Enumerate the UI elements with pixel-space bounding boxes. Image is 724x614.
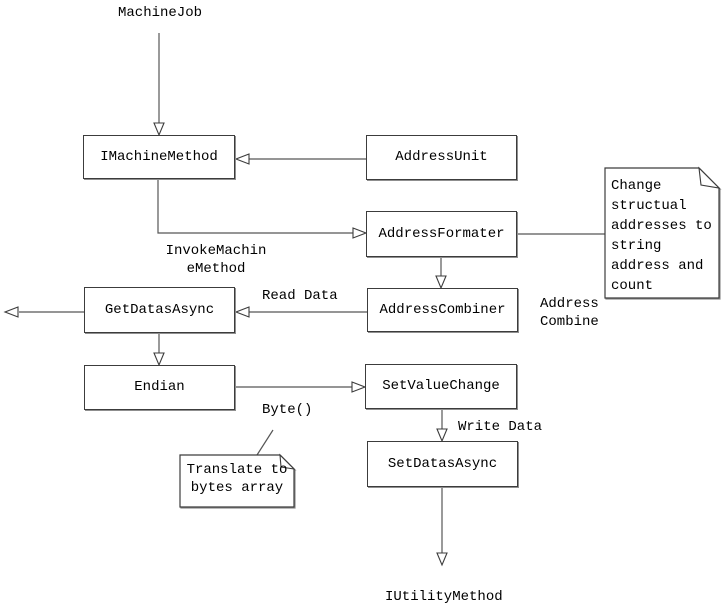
node-endian: Endian xyxy=(84,365,235,410)
node-set-datas-async: SetDatasAsync xyxy=(367,441,518,487)
arrowhead-left-icon xyxy=(3,306,19,318)
endpoint-iutility-method: IUtilityMethod xyxy=(385,589,503,605)
arrowhead-down-icon xyxy=(436,552,448,567)
note-translate-bytes-text: Translate to bytes array xyxy=(186,462,288,496)
note-change-structural-text: Change structual addresses to string add… xyxy=(611,178,712,294)
edge-label-read-data: Read Data xyxy=(262,288,338,304)
note-translate-bytes-shape xyxy=(179,453,296,508)
endpoint-machine-job: MachineJob xyxy=(117,5,202,21)
arrowhead-down-icon xyxy=(153,352,165,367)
node-address-combiner: AddressCombiner xyxy=(367,288,518,332)
node-address-unit: AddressUnit xyxy=(366,135,517,180)
node-get-datas-async: GetDatasAsync xyxy=(84,287,235,333)
arrowhead-down-icon xyxy=(153,122,165,137)
edge-label-address-combine: Address Combine xyxy=(540,296,599,330)
edge-label-invoke-machine-method: InvokeMachin eMethod xyxy=(165,243,267,277)
node-set-value-change: SetValueChange xyxy=(365,364,517,409)
arrowhead-down-icon xyxy=(436,428,448,443)
edge-label-write-data: Write Data xyxy=(458,419,543,435)
arrowhead-right-icon xyxy=(351,381,367,393)
edge-imachinemethod-to-addressformater xyxy=(157,179,353,234)
node-imachine-method: IMachineMethod xyxy=(83,135,235,179)
arrowhead-left-icon xyxy=(234,153,250,165)
node-address-formater: AddressFormater xyxy=(366,211,517,257)
arrowhead-right-icon xyxy=(352,227,368,239)
arrowhead-down-icon xyxy=(435,275,447,290)
edge-note-to-byte xyxy=(256,429,274,456)
note-change-structural-shape xyxy=(604,166,721,299)
edge-label-byte: Byte() xyxy=(262,402,313,418)
arrowhead-left-icon xyxy=(234,306,250,318)
